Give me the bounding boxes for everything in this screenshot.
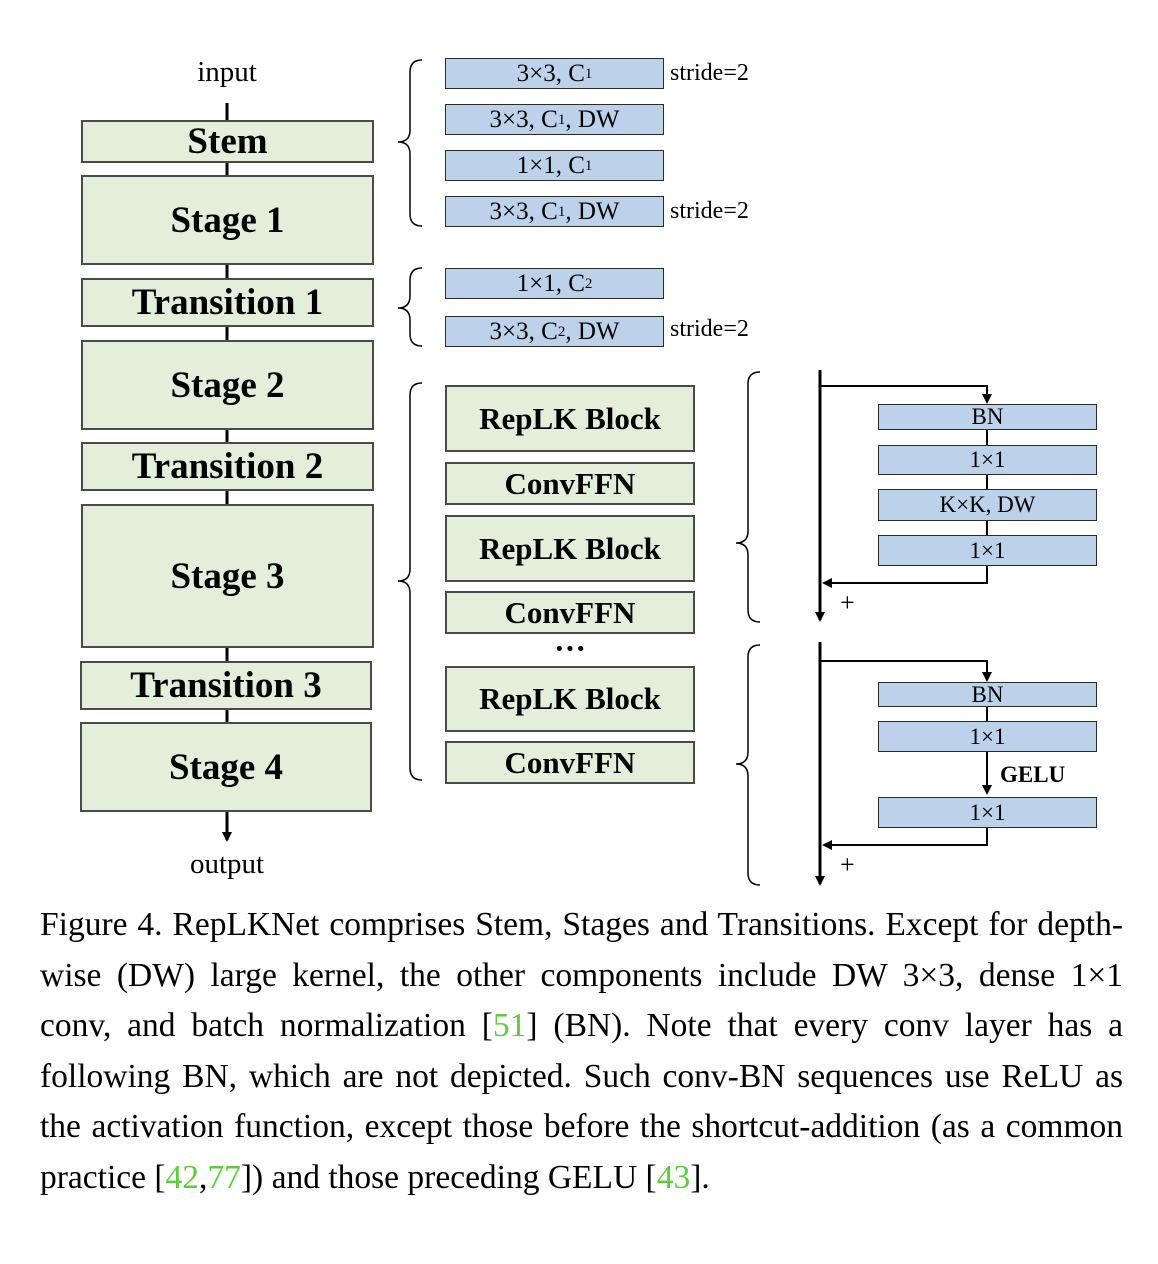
citation-link[interactable]: 77 [207, 1158, 241, 1196]
output-label: output [189, 848, 265, 880]
stem-stride-note-2: stride=2 [670, 198, 749, 224]
replk-block-3: RepLK Block [445, 666, 695, 732]
diagram-connectors [222, 59, 992, 886]
stage-3-box: Stage 3 [81, 504, 374, 648]
stem-box: Stem [81, 120, 374, 163]
replk-1x1-layer-2: 1×1 [878, 535, 1097, 566]
transition-stride-note: stride=2 [670, 316, 749, 342]
convffn-1x1-layer-2: 1×1 [878, 797, 1097, 828]
input-label: input [197, 56, 257, 88]
convffn-plus: + [840, 850, 855, 879]
convffn-block-2: ConvFFN [445, 591, 695, 634]
replk-brace [735, 371, 761, 623]
gelu-label: GELU [1000, 762, 1066, 787]
figure-caption: Figure 4. RepLKNet comprises Stem, Stage… [40, 906, 1123, 1196]
ellipsis: ··· [553, 630, 586, 666]
replk-block-1: RepLK Block [445, 385, 695, 452]
replk-bn-layer: BN [878, 404, 1097, 430]
stage-4-box: Stage 4 [80, 722, 372, 812]
replk-plus: + [840, 588, 855, 617]
convffn-block-1: ConvFFN [445, 462, 695, 505]
stage-1-box: Stage 1 [81, 175, 374, 265]
citation-link[interactable]: 42 [165, 1158, 200, 1196]
citation-link[interactable]: 51 [492, 1007, 527, 1044]
transition-1-box: Transition 1 [81, 278, 374, 327]
convffn-bn-layer: BN [878, 682, 1097, 707]
replk-block-2: RepLK Block [445, 515, 695, 582]
stage-2-box: Stage 2 [81, 340, 374, 430]
convffn-1x1-layer-1: 1×1 [878, 721, 1097, 752]
convffn-block-3: ConvFFN [445, 741, 695, 784]
convffn-shortcut [815, 642, 992, 886]
replk-kxk-dw-layer: K×K, DW [878, 489, 1097, 521]
transition-brace [397, 267, 423, 347]
braces [397, 59, 761, 886]
transition-2-box: Transition 2 [81, 442, 374, 491]
replk-shortcut [815, 370, 992, 622]
replk-1x1-layer-1: 1×1 [878, 445, 1097, 475]
convffn-brace [735, 644, 761, 886]
stem-brace [397, 59, 423, 227]
stem-stride-note-1: stride=2 [670, 60, 749, 86]
transition-3-box: Transition 3 [80, 661, 372, 710]
citation-link[interactable]: 43 [656, 1158, 691, 1196]
stage-brace [397, 382, 423, 781]
